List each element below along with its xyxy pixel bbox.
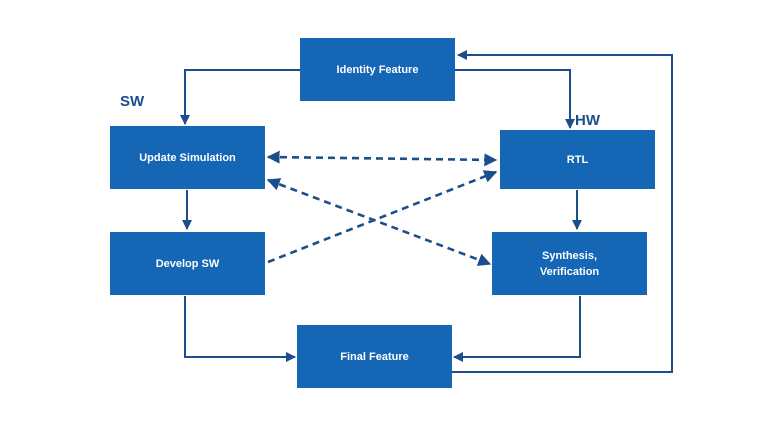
arrow-develop-to-final [184, 296, 296, 362]
dashed-develop-to-rtl [267, 170, 498, 264]
arrow-synthesis-to-final [453, 296, 581, 362]
develop-sw-box: Develop SW [110, 232, 265, 295]
update-simulation-label: Update Simulation [139, 152, 236, 164]
identity-feature-box: Identity Feature [300, 38, 455, 101]
arrow-identity-to-rtl [455, 69, 575, 129]
develop-sw-label: Develop SW [156, 258, 220, 270]
final-feature-label: Final Feature [340, 351, 408, 363]
synthesis-label-line1: Synthesis, [542, 250, 597, 262]
dashed-update-to-synthesis [266, 178, 492, 266]
synthesis-verification-box: Synthesis, Verification [492, 232, 647, 295]
update-simulation-box: Update Simulation [110, 126, 265, 189]
arrow-identity-to-update [180, 69, 300, 125]
final-feature-box: Final Feature [297, 325, 452, 388]
rtl-label: RTL [567, 154, 589, 166]
dashed-update-rtl [266, 150, 498, 167]
arrow-final-feedback-to-identity [452, 50, 673, 373]
identity-feature-label: Identity Feature [337, 64, 419, 76]
hw-label: HW [575, 112, 601, 129]
rtl-box: RTL [500, 130, 655, 189]
synthesis-label-line2: Verification [540, 266, 600, 278]
sw-label: SW [120, 93, 145, 110]
